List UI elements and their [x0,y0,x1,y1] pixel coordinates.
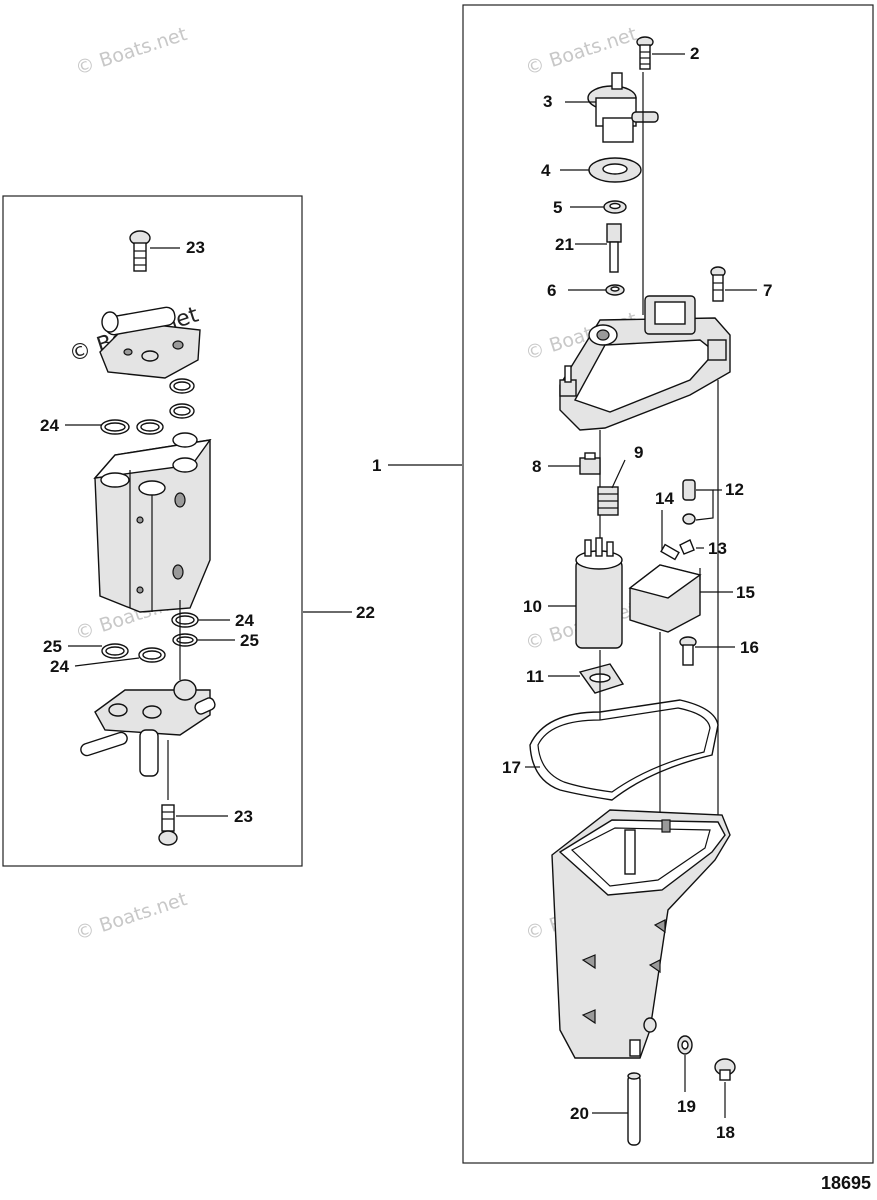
callout-3: 3 [543,92,552,111]
left-assembly-frame [2,195,303,867]
part-14-pin[interactable] [660,510,680,561]
callout-10: 10 [523,597,542,616]
part-19-washer[interactable] [677,1035,693,1055]
part-9-filter[interactable] [597,486,619,516]
part-1-vapor-separator-cover[interactable] [559,295,731,431]
part-15-module[interactable] [628,564,702,633]
callout-18: 18 [716,1123,735,1142]
watermark: © Boats.net [523,23,640,80]
callout-25-left: 25 [43,637,62,656]
callout-6: 6 [547,281,556,300]
callout-25-right: 25 [240,631,259,650]
drawing-number: 18695 [820,1173,871,1193]
callout-21: 21 [555,235,574,254]
callout-2: 2 [690,44,699,63]
main-housing[interactable] [551,809,731,1059]
callout-22: 22 [356,603,375,622]
part-23-screw-bottom[interactable] [158,804,178,846]
part-24-o-ring-upper-3[interactable] [169,378,195,394]
callout-23-top: 23 [186,238,205,257]
callout-14: 14 [655,489,674,508]
callout-24-top: 24 [40,416,59,435]
part-24-o-ring-lower-middle[interactable] [138,647,166,663]
callout-24-left: 24 [50,657,69,676]
callout-12: 12 [725,480,744,499]
part-10-fuel-pump[interactable] [575,537,623,649]
right-assembly-frame [462,4,874,1164]
part-8-connector[interactable] [579,452,601,475]
part-16-screw[interactable] [679,636,697,666]
part-24-o-ring-lower-right[interactable] [171,612,199,628]
callout-19: 19 [677,1097,696,1116]
part-4-washer[interactable] [588,157,642,183]
callout-17: 17 [502,758,521,777]
watermark: © Boats.net [73,888,190,945]
callout-7: 7 [763,281,772,300]
callout-24-right: 24 [235,611,254,630]
callout-16: 16 [740,638,759,657]
callout-4: 4 [541,161,551,180]
bottom-manifold-base[interactable] [79,679,216,777]
callout-1: 1 [372,456,381,475]
part-25-o-ring-left[interactable] [101,643,129,659]
callout-13: 13 [708,539,727,558]
part-24-o-ring-upper-4[interactable] [169,403,195,419]
part-12-valve[interactable] [682,479,696,525]
callout-20: 20 [570,1104,589,1123]
part-24-o-ring-upper-2[interactable] [136,419,164,435]
callout-15: 15 [736,583,755,602]
watermark: © Boats.net [73,23,190,80]
part-21-fitting[interactable] [606,223,622,273]
part-6-o-ring[interactable] [605,284,625,296]
part-11-grommet[interactable] [578,663,625,694]
part-5-o-ring[interactable] [603,200,627,214]
callout-23-bottom: 23 [234,807,253,826]
part-7-screw[interactable] [710,266,726,302]
part-25-o-ring-right[interactable] [172,633,198,647]
part-17-gasket[interactable] [529,699,719,801]
callout-11: 11 [526,667,544,686]
part-20-tube[interactable] [627,1072,641,1146]
callout-8: 8 [532,457,541,476]
part-23-screw-top[interactable] [129,230,151,272]
part-2-screw[interactable] [636,36,654,70]
callout-9: 9 [634,443,643,462]
part-13-clip[interactable] [679,539,695,555]
part-24-o-ring-upper-1[interactable] [100,419,130,435]
part-18-plug[interactable] [714,1058,736,1081]
distribution-block[interactable] [93,432,212,613]
part-3-pressure-regulator[interactable] [587,72,659,143]
callout-5: 5 [553,198,562,217]
top-manifold-cap[interactable] [99,306,201,379]
